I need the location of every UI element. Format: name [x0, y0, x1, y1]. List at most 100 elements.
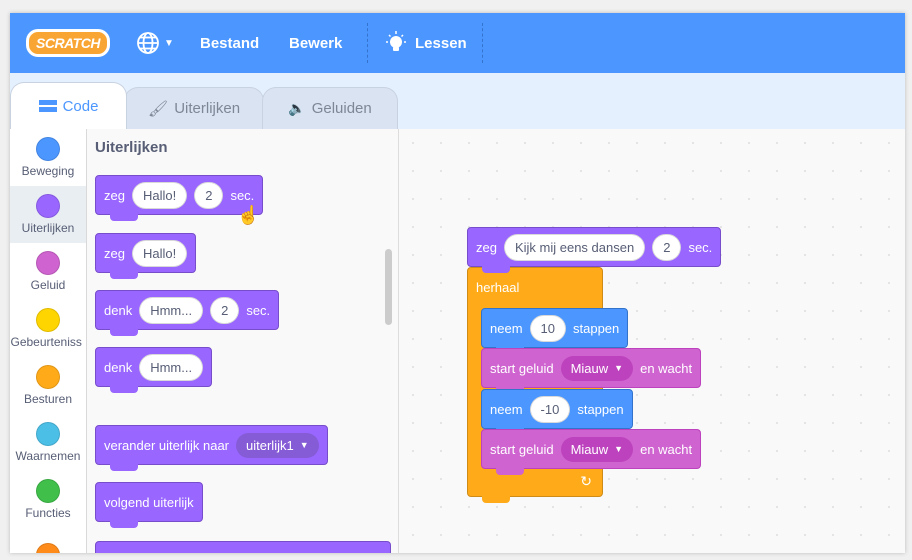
menu-edit[interactable]: Bewerk [289, 34, 343, 52]
block-text: stappen [573, 320, 620, 336]
category-label: Waarnemen [15, 449, 81, 463]
text-input[interactable]: Hallo! [131, 181, 188, 209]
category-dot-icon [36, 543, 60, 553]
category-label: Functies [25, 506, 71, 520]
category-looks[interactable]: Uiterlijken [10, 186, 86, 243]
menu-lessons[interactable]: Lessen [385, 13, 467, 73]
lessons-label: Lessen [415, 34, 467, 52]
menu-file[interactable]: Bestand [200, 34, 260, 52]
language-menu[interactable]: ▼ [136, 13, 174, 73]
category-menu: Beweging Uiterlijken Geluid Gebeurteniss… [10, 129, 87, 553]
category-motion[interactable]: Beweging [10, 129, 86, 186]
category-sound[interactable]: Geluid [10, 243, 86, 300]
block-text: denk [104, 359, 133, 375]
block-next-costume[interactable]: volgend uiterlijk [95, 482, 203, 528]
tab-label: Code [62, 97, 99, 115]
paintbrush-icon: 🖌 [147, 100, 169, 118]
block-text: sec. [230, 187, 255, 203]
globe-icon [137, 32, 159, 54]
dropdown-value: Miauw [570, 441, 609, 457]
category-dot-icon [36, 251, 60, 275]
block-text: neem [490, 320, 523, 336]
palette-scrollbar[interactable] [385, 249, 392, 325]
menu-bar: SCRATCH ▼ Bestand Bewerk Lessen [10, 13, 905, 73]
text-input[interactable]: Hmm... [139, 353, 204, 381]
block-text: herhaal [476, 280, 520, 295]
category-label: Uiterlijken [21, 221, 75, 235]
block-text: sec. [246, 302, 271, 318]
number-input[interactable]: 2 [652, 233, 682, 261]
category-dot-icon [36, 422, 60, 446]
block-text: neem [490, 401, 523, 417]
block-play-sound-until-done[interactable]: start geluid Miauw ▼ en wacht [481, 429, 702, 475]
block-play-sound-until-done[interactable]: start geluid Miauw ▼ en wacht [481, 348, 702, 394]
category-dot-icon [36, 365, 60, 389]
category-variables[interactable] [10, 528, 86, 553]
repeat-arrow-icon: ↻ [580, 473, 592, 489]
block-think-for-secs[interactable]: denk Hmm...2 sec. [95, 290, 280, 336]
caret-down-icon: ▼ [614, 444, 624, 454]
block-text: en wacht [640, 441, 693, 457]
costume-dropdown[interactable]: uiterlijk1 ▼ [236, 432, 319, 458]
block-text: en wacht [640, 360, 693, 376]
lightbulb-icon [386, 31, 406, 51]
category-label: Gebeurteniss [10, 335, 82, 349]
chevron-down-icon: ▼ [164, 37, 174, 49]
code-icon [38, 100, 57, 112]
block-text: denk [104, 302, 133, 318]
category-control[interactable]: Besturen [10, 357, 86, 414]
number-input[interactable]: 10 [529, 314, 566, 342]
category-dot-icon [36, 479, 60, 503]
number-input[interactable]: -10 [529, 395, 571, 423]
hand-cursor-icon: ☝ [237, 205, 260, 225]
category-label: Geluid [30, 278, 66, 292]
block-text: start geluid [490, 360, 554, 376]
block-text: zeg [476, 239, 497, 255]
block-say-for-secs[interactable]: zeg Hallo!2 sec. [95, 175, 264, 221]
text-input[interactable]: Hallo! [131, 239, 188, 267]
tab-label: Geluiden [311, 100, 372, 117]
block-text: start geluid [490, 441, 554, 457]
block-move-steps[interactable]: neem 10 stappen [481, 308, 629, 354]
tab-sounds[interactable]: 🔈 Geluiden [262, 87, 398, 129]
block-text: sec. [688, 239, 713, 255]
block-say[interactable]: zeg Hallo! [95, 233, 197, 279]
block-text: verander uiterlijk naar [104, 437, 230, 453]
category-dot-icon [36, 308, 60, 332]
category-label: Besturen [23, 392, 73, 406]
number-input[interactable]: 2 [194, 181, 224, 209]
sound-dropdown[interactable]: Miauw ▼ [560, 355, 634, 381]
caret-down-icon: ▼ [614, 363, 624, 373]
category-sensing[interactable]: Waarnemen [10, 414, 86, 471]
block-switch-costume[interactable]: verander uiterlijk naar uiterlijk1 ▼ [95, 425, 328, 471]
number-input[interactable]: 2 [210, 296, 240, 324]
tab-code[interactable]: Code [10, 82, 127, 129]
block-partial[interactable] [95, 541, 391, 553]
category-events[interactable]: Gebeurteniss [10, 300, 86, 357]
block-text: zeg [104, 245, 125, 261]
category-dot-icon [36, 137, 60, 161]
block-text: zeg [104, 187, 125, 203]
tab-costumes[interactable]: 🖌 Uiterlijken [124, 87, 264, 129]
divider [367, 23, 368, 63]
block-text: volgend uiterlijk [104, 494, 194, 510]
sound-dropdown[interactable]: Miauw ▼ [560, 436, 634, 462]
block-move-steps[interactable]: neem -10 stappen [481, 389, 633, 435]
category-operators[interactable]: Functies [10, 471, 86, 528]
text-input[interactable]: Hmm... [139, 296, 204, 324]
category-label: Beweging [21, 164, 75, 178]
scratch-editor: SCRATCH ▼ Bestand Bewerk Lessen Code 🖌 U… [10, 13, 905, 553]
dropdown-value: uiterlijk1 [246, 437, 294, 453]
palette-heading: Uiterlijken [95, 139, 168, 156]
tab-label: Uiterlijken [174, 100, 241, 117]
caret-down-icon: ▼ [299, 440, 309, 450]
scratch-logo[interactable]: SCRATCH [26, 29, 110, 57]
block-text: stappen [577, 401, 624, 417]
text-input[interactable]: Kijk mij eens dansen [503, 233, 646, 261]
block-think[interactable]: denk Hmm... [95, 347, 213, 393]
speaker-icon: 🔈 [288, 100, 306, 116]
dropdown-value: Miauw [570, 360, 609, 376]
